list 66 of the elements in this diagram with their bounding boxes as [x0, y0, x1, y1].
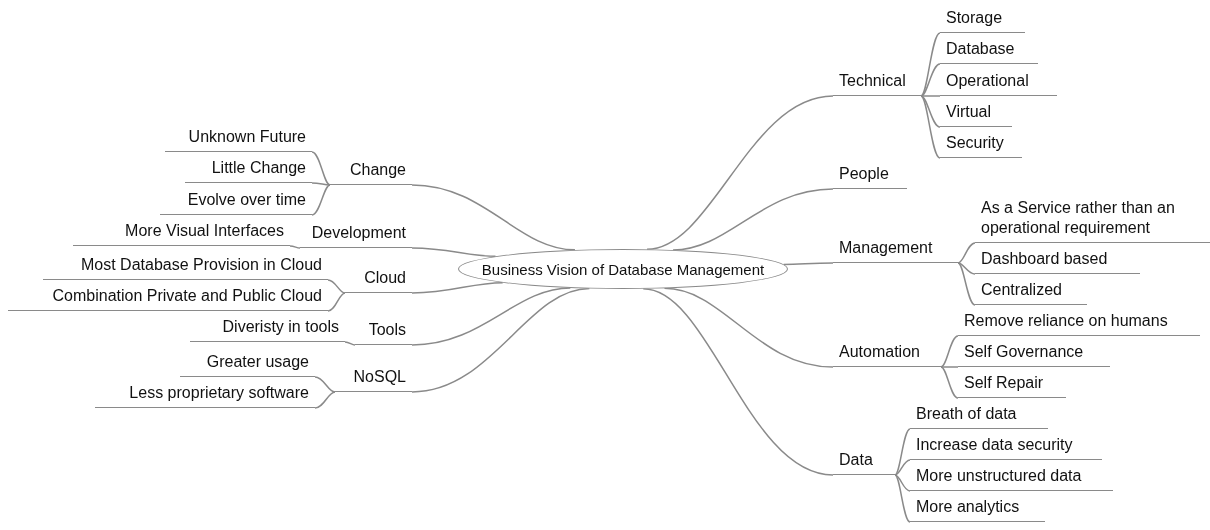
- branch-connector: [311, 151, 331, 186]
- branch-connector: [344, 341, 356, 346]
- branch-connector: [411, 287, 591, 393]
- branch-label: Self Repair: [963, 373, 1045, 393]
- branch-label: Management: [838, 238, 934, 258]
- branch-label: Automation: [838, 342, 921, 362]
- branch-connector: [311, 182, 331, 186]
- branch-label: Less proprietary software: [128, 383, 310, 403]
- branch-label: Combination Private and Public Cloud: [51, 286, 323, 306]
- branch-connector: [920, 32, 941, 97]
- branch-connector: [314, 391, 336, 409]
- branch-connector: [894, 428, 911, 476]
- branch-connector: [920, 95, 941, 97]
- branch-connector: [327, 279, 346, 294]
- branch-connector: [327, 292, 346, 312]
- branch-label: Development: [310, 223, 407, 243]
- branch-connector: [957, 262, 976, 306]
- branch-connector: [957, 242, 976, 264]
- branch-label: Greater usage: [205, 352, 310, 372]
- branch-connector: [940, 366, 959, 399]
- branch-connector: [940, 366, 959, 368]
- branch-label: Evolve over time: [186, 190, 307, 210]
- branch-connector: [920, 95, 941, 159]
- branch-label: Database: [945, 39, 1016, 59]
- branch-connector: [314, 376, 336, 393]
- branch-connector: [642, 288, 834, 476]
- branch-connector: [920, 63, 941, 97]
- branch-connector: [411, 287, 572, 346]
- branch-label: Unknown Future: [187, 127, 307, 147]
- branch-label: More analytics: [915, 497, 1021, 517]
- branch-connector: [646, 95, 834, 250]
- branch-label: Data: [838, 450, 874, 470]
- branch-label: Self Governance: [963, 342, 1085, 362]
- branch-connector: [289, 245, 301, 249]
- branch-label: Breath of data: [915, 404, 1018, 424]
- branch-label: More unstructured data: [915, 466, 1083, 486]
- branch-label: Most Database Provision in Cloud: [80, 255, 323, 275]
- branch-connector: [672, 188, 834, 251]
- branch-connector: [411, 184, 576, 251]
- branch-label: Tools: [367, 320, 407, 340]
- branch-label: Security: [945, 133, 1005, 153]
- branch-label: NoSQL: [352, 367, 407, 387]
- branch-connector: [311, 184, 331, 216]
- branch-label: Little Change: [210, 158, 307, 178]
- branch-connector: [894, 474, 911, 492]
- branch-label: More Visual Interfaces: [124, 221, 285, 241]
- branch-label: Virtual: [945, 102, 993, 122]
- branch-connector: [940, 335, 959, 368]
- branch-label: Cloud: [363, 268, 407, 288]
- branch-label: Change: [348, 160, 407, 180]
- branch-label: Operational: [945, 71, 1030, 91]
- branch-connector: [894, 474, 911, 523]
- branch-connector: [894, 459, 911, 476]
- branch-label: Centralized: [980, 280, 1063, 300]
- branch-label: Remove reliance on humans: [963, 311, 1169, 331]
- branch-label: Storage: [945, 8, 1004, 28]
- branch-label: People: [838, 164, 890, 184]
- branch-label: Diveristy in tools: [221, 317, 340, 337]
- branch-label: Dashboard based: [980, 249, 1109, 269]
- branch-connector: [920, 95, 941, 128]
- branch-label: As a Service rather than an operational requirement: [980, 198, 1176, 238]
- branch-label: Technical: [838, 71, 907, 91]
- branch-connector: [782, 262, 834, 266]
- central-topic-label: Business Vision of Database Management: [481, 260, 765, 278]
- branch-label: Increase data security: [915, 435, 1074, 455]
- branch-connector: [957, 262, 976, 275]
